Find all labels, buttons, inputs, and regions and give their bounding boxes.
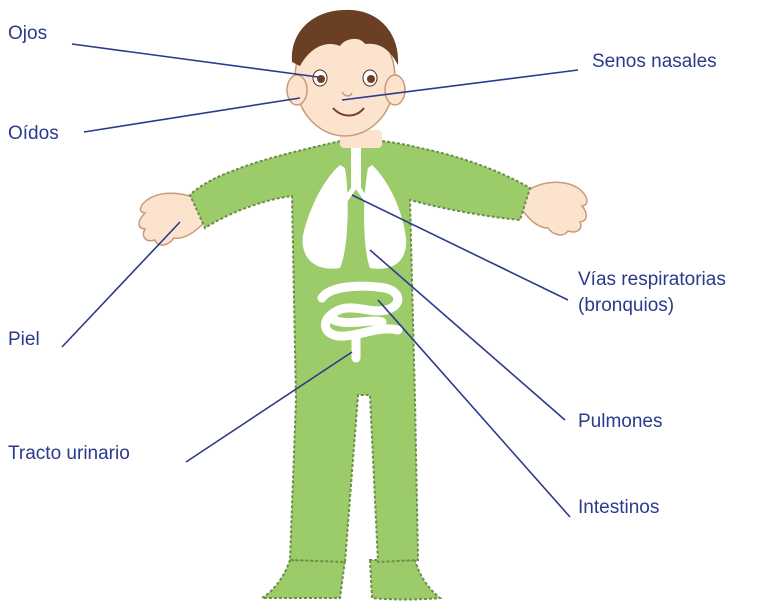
leader-line-eyes xyxy=(72,44,318,77)
leader-line-ears xyxy=(84,98,300,132)
label-urinary-tract: Tracto urinario xyxy=(8,442,130,465)
label-sinuses: Senos nasales xyxy=(592,50,717,73)
label-lungs: Pulmones xyxy=(578,410,663,433)
label-airways-line2: (bronquios) xyxy=(578,294,674,317)
label-skin: Piel xyxy=(8,328,40,351)
right-eye xyxy=(367,75,375,83)
label-ears: Oídos xyxy=(8,122,59,145)
left-eye xyxy=(317,75,325,83)
leader-line-skin xyxy=(62,222,180,347)
right-hand xyxy=(522,182,587,235)
right-ear xyxy=(385,75,405,105)
label-intestines: Intestinos xyxy=(578,496,659,519)
right-foot xyxy=(370,560,440,600)
label-airways-line1: Vías respiratorias xyxy=(578,268,726,291)
label-eyes: Ojos xyxy=(8,22,47,45)
left-ear xyxy=(287,75,307,105)
left-foot xyxy=(262,560,345,598)
head xyxy=(287,10,405,136)
